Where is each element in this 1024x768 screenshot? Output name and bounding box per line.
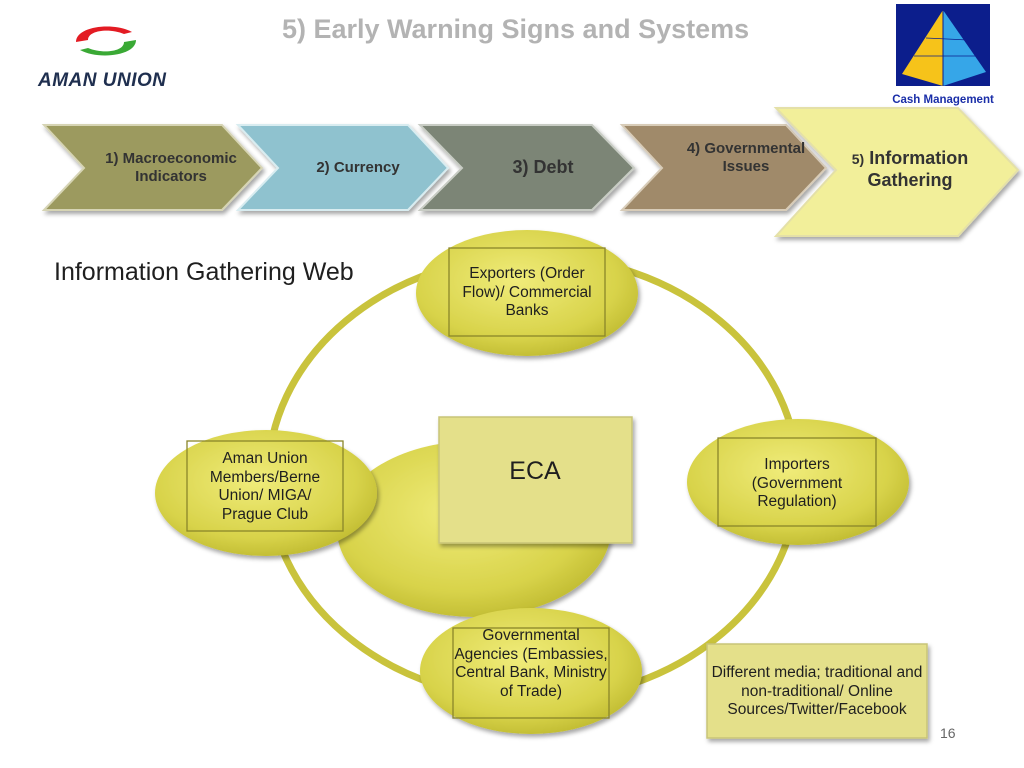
- process-chevrons: [41, 107, 1020, 237]
- step-4-chevron: [619, 124, 828, 211]
- step-5-chevron: [773, 107, 1020, 237]
- step-5-label: 5) Information Gathering: [840, 148, 980, 191]
- center-box: [438, 416, 633, 544]
- node-right-label: Importers (Government Regulation): [751, 456, 843, 510]
- aman-union-logo-icon: [76, 26, 136, 56]
- node-right-box: [717, 437, 877, 527]
- step-2-label: 2) Currency: [316, 159, 400, 176]
- node-left-ellipse: [155, 430, 377, 556]
- step-1-label: 1) Macroeconomic Indicators: [105, 150, 237, 185]
- center-label: ECA: [509, 457, 561, 485]
- page-number: 16: [940, 725, 956, 741]
- step-3-label: 3) Debt: [512, 157, 574, 177]
- step-4-label: 4) Governmental Issues: [686, 140, 806, 175]
- step-2-chevron: [235, 124, 450, 211]
- node-left-label: Aman Union Members/Berne Union/ MIGA/ Pr…: [209, 450, 321, 523]
- node-bottom-box: [452, 627, 610, 719]
- pyramid-icon: [896, 4, 990, 86]
- section-heading: Information Gathering Web: [54, 258, 354, 286]
- logo-text: AMAN UNION: [38, 70, 167, 91]
- step-1-chevron: [41, 124, 264, 211]
- page-title: 5) Early Warning Signs and Systems: [282, 14, 750, 44]
- step-3-chevron: [417, 124, 636, 211]
- step-5-text: Information Gathering: [867, 148, 969, 190]
- node-top-ellipse: [416, 230, 638, 356]
- node-top-label: Exporters (Order Flow)/ Commercial Banks: [462, 265, 592, 319]
- node-top-box: [448, 247, 606, 337]
- side-note-label: Different media; traditional and non-tra…: [711, 664, 923, 718]
- node-left-box: [186, 440, 344, 532]
- node-bottom-ellipse: [420, 608, 642, 734]
- information-web-diagram: [155, 230, 928, 739]
- node-bottom-label: Governmental Agencies (Embassies, Centra…: [454, 627, 608, 700]
- node-right-ellipse: [687, 419, 909, 545]
- side-note-box: [706, 643, 928, 739]
- step-5-prefix: 5): [851, 151, 865, 167]
